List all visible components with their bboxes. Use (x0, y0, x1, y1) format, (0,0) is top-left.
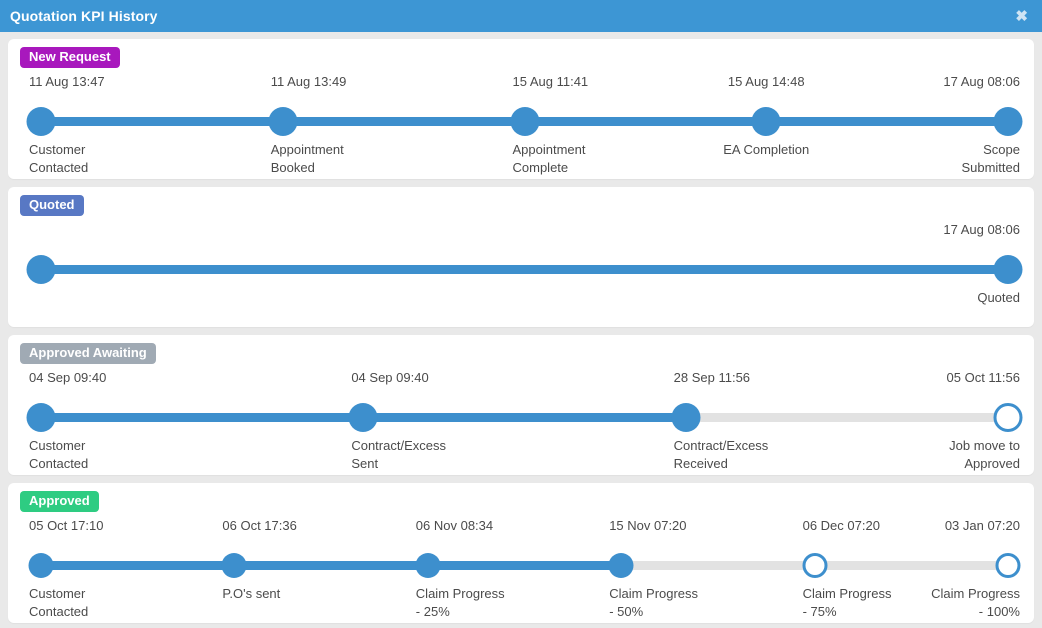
milestone-dot-complete[interactable] (268, 106, 298, 136)
node-timestamp: 17 Aug 08:06 (943, 73, 1020, 89)
page-title: Quotation KPI History (10, 8, 158, 24)
milestone-dot-complete[interactable] (671, 402, 701, 432)
milestone-dot-complete[interactable] (993, 254, 1023, 284)
node-timestamp: 06 Dec 07:20 (802, 517, 880, 533)
node-timestamp: 11 Aug 13:47 (29, 73, 105, 89)
rail-segment-incomplete (685, 412, 1008, 422)
node-label: Claim Progress- 50% (609, 585, 699, 620)
milestone-dot-complete[interactable] (415, 552, 441, 578)
node-timestamp: 11 Aug 13:49 (270, 73, 347, 89)
node-label: Quoted (977, 289, 1020, 305)
window-titlebar: Quotation KPI History ✖ (0, 0, 1042, 32)
status-badge: Approved Awaiting (20, 343, 156, 364)
node-timestamp: 15 Aug 14:48 (727, 73, 805, 89)
rail-segment-complete (766, 116, 1008, 126)
rail-segment-complete (41, 560, 235, 570)
node-timestamp: 04 Sep 09:40 (29, 369, 107, 385)
node-label: P.O's sent (222, 585, 281, 601)
milestone-dot-complete[interactable] (26, 402, 56, 432)
rail-segment-complete (427, 560, 622, 570)
rail-segment-complete (41, 264, 1008, 274)
milestone-dot-complete[interactable] (221, 552, 247, 578)
milestone-dot-complete[interactable] (26, 254, 56, 284)
milestone-dot-pending[interactable] (993, 402, 1023, 432)
rail-segment-complete (363, 412, 686, 422)
node-timestamp: 05 Oct 17:10 (29, 517, 104, 533)
rail-segment-complete (234, 560, 428, 570)
milestone-dot-complete[interactable] (26, 106, 56, 136)
milestone-dot-complete[interactable] (993, 106, 1023, 136)
milestone-dot-complete[interactable] (510, 106, 539, 136)
rail-segment-complete (41, 412, 364, 422)
rail-segment-complete (41, 116, 283, 126)
milestone-dot-pending[interactable] (802, 552, 828, 578)
node-label: Claim Progress- 100% (931, 585, 1020, 620)
status-badge: New Request (20, 47, 120, 68)
close-icon[interactable]: ✖ (1015, 7, 1028, 25)
rail-segment-incomplete (814, 560, 1008, 570)
node-timestamp: 04 Sep 09:40 (351, 369, 429, 385)
rail-segment-incomplete (621, 560, 815, 570)
node-label: EA Completion (723, 141, 810, 157)
milestone-dot-complete[interactable] (751, 106, 781, 136)
status-badge: Quoted (20, 195, 84, 216)
node-timestamp: 28 Sep 11:56 (673, 369, 751, 385)
milestone-dot-complete[interactable] (348, 402, 378, 432)
milestone-dot-pending[interactable] (995, 552, 1021, 578)
node-timestamp: 06 Oct 17:36 (222, 517, 297, 533)
node-timestamp: 06 Nov 08:34 (415, 517, 494, 533)
node-label: Claim Progress- 75% (802, 585, 892, 620)
milestone-dot-complete[interactable] (28, 552, 54, 578)
node-timestamp: 17 Aug 08:06 (943, 221, 1020, 237)
node-timestamp: 05 Oct 11:56 (946, 369, 1020, 385)
status-badge: Approved (20, 491, 99, 512)
node-timestamp: 15 Nov 07:20 (609, 517, 687, 533)
node-timestamp: 15 Aug 11:41 (512, 73, 589, 89)
milestone-dot-complete[interactable] (608, 552, 634, 578)
node-timestamp: 03 Jan 07:20 (944, 517, 1020, 533)
rail-segment-complete (524, 116, 767, 126)
rail-segment-complete (282, 116, 525, 126)
node-label: Claim Progress- 25% (415, 585, 505, 620)
